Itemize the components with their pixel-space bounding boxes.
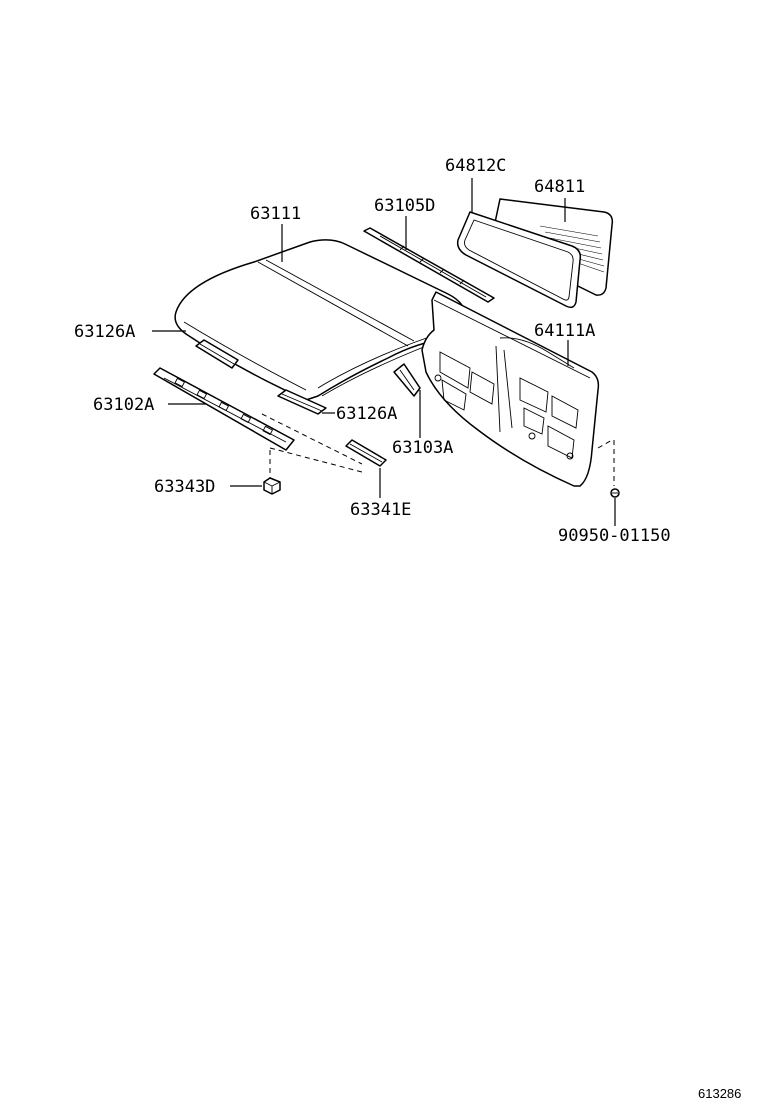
rear-window-weatherstrip [456,211,582,309]
roof-silencer-pad-right [277,389,327,415]
label-90950-01150: 90950-01150 [558,526,671,546]
figure-number: 613286 [698,1086,741,1101]
roof-pad-small [345,439,387,467]
label-64111A: 64111A [534,321,595,341]
label-63105D: 63105D [374,196,435,216]
back-panel [421,291,600,487]
label-64812C: 64812C [445,156,506,176]
label-63343D: 63343D [154,477,215,497]
roof-silencer-pad-left [195,339,239,369]
dashed-guides [261,413,615,486]
label-63126A-left: 63126A [74,322,135,342]
roof-side-rail [363,227,495,303]
roof-clip [263,477,281,495]
label-63103A: 63103A [392,438,453,458]
roof-bracket [393,363,421,397]
label-63126A-right: 63126A [336,404,397,424]
leader-lines [152,178,616,526]
label-63111: 63111 [250,204,301,224]
label-63341E: 63341E [350,500,411,520]
front-roof-header [153,367,295,451]
label-63102A: 63102A [93,395,154,415]
bolt [610,488,620,498]
label-64811: 64811 [534,177,585,197]
